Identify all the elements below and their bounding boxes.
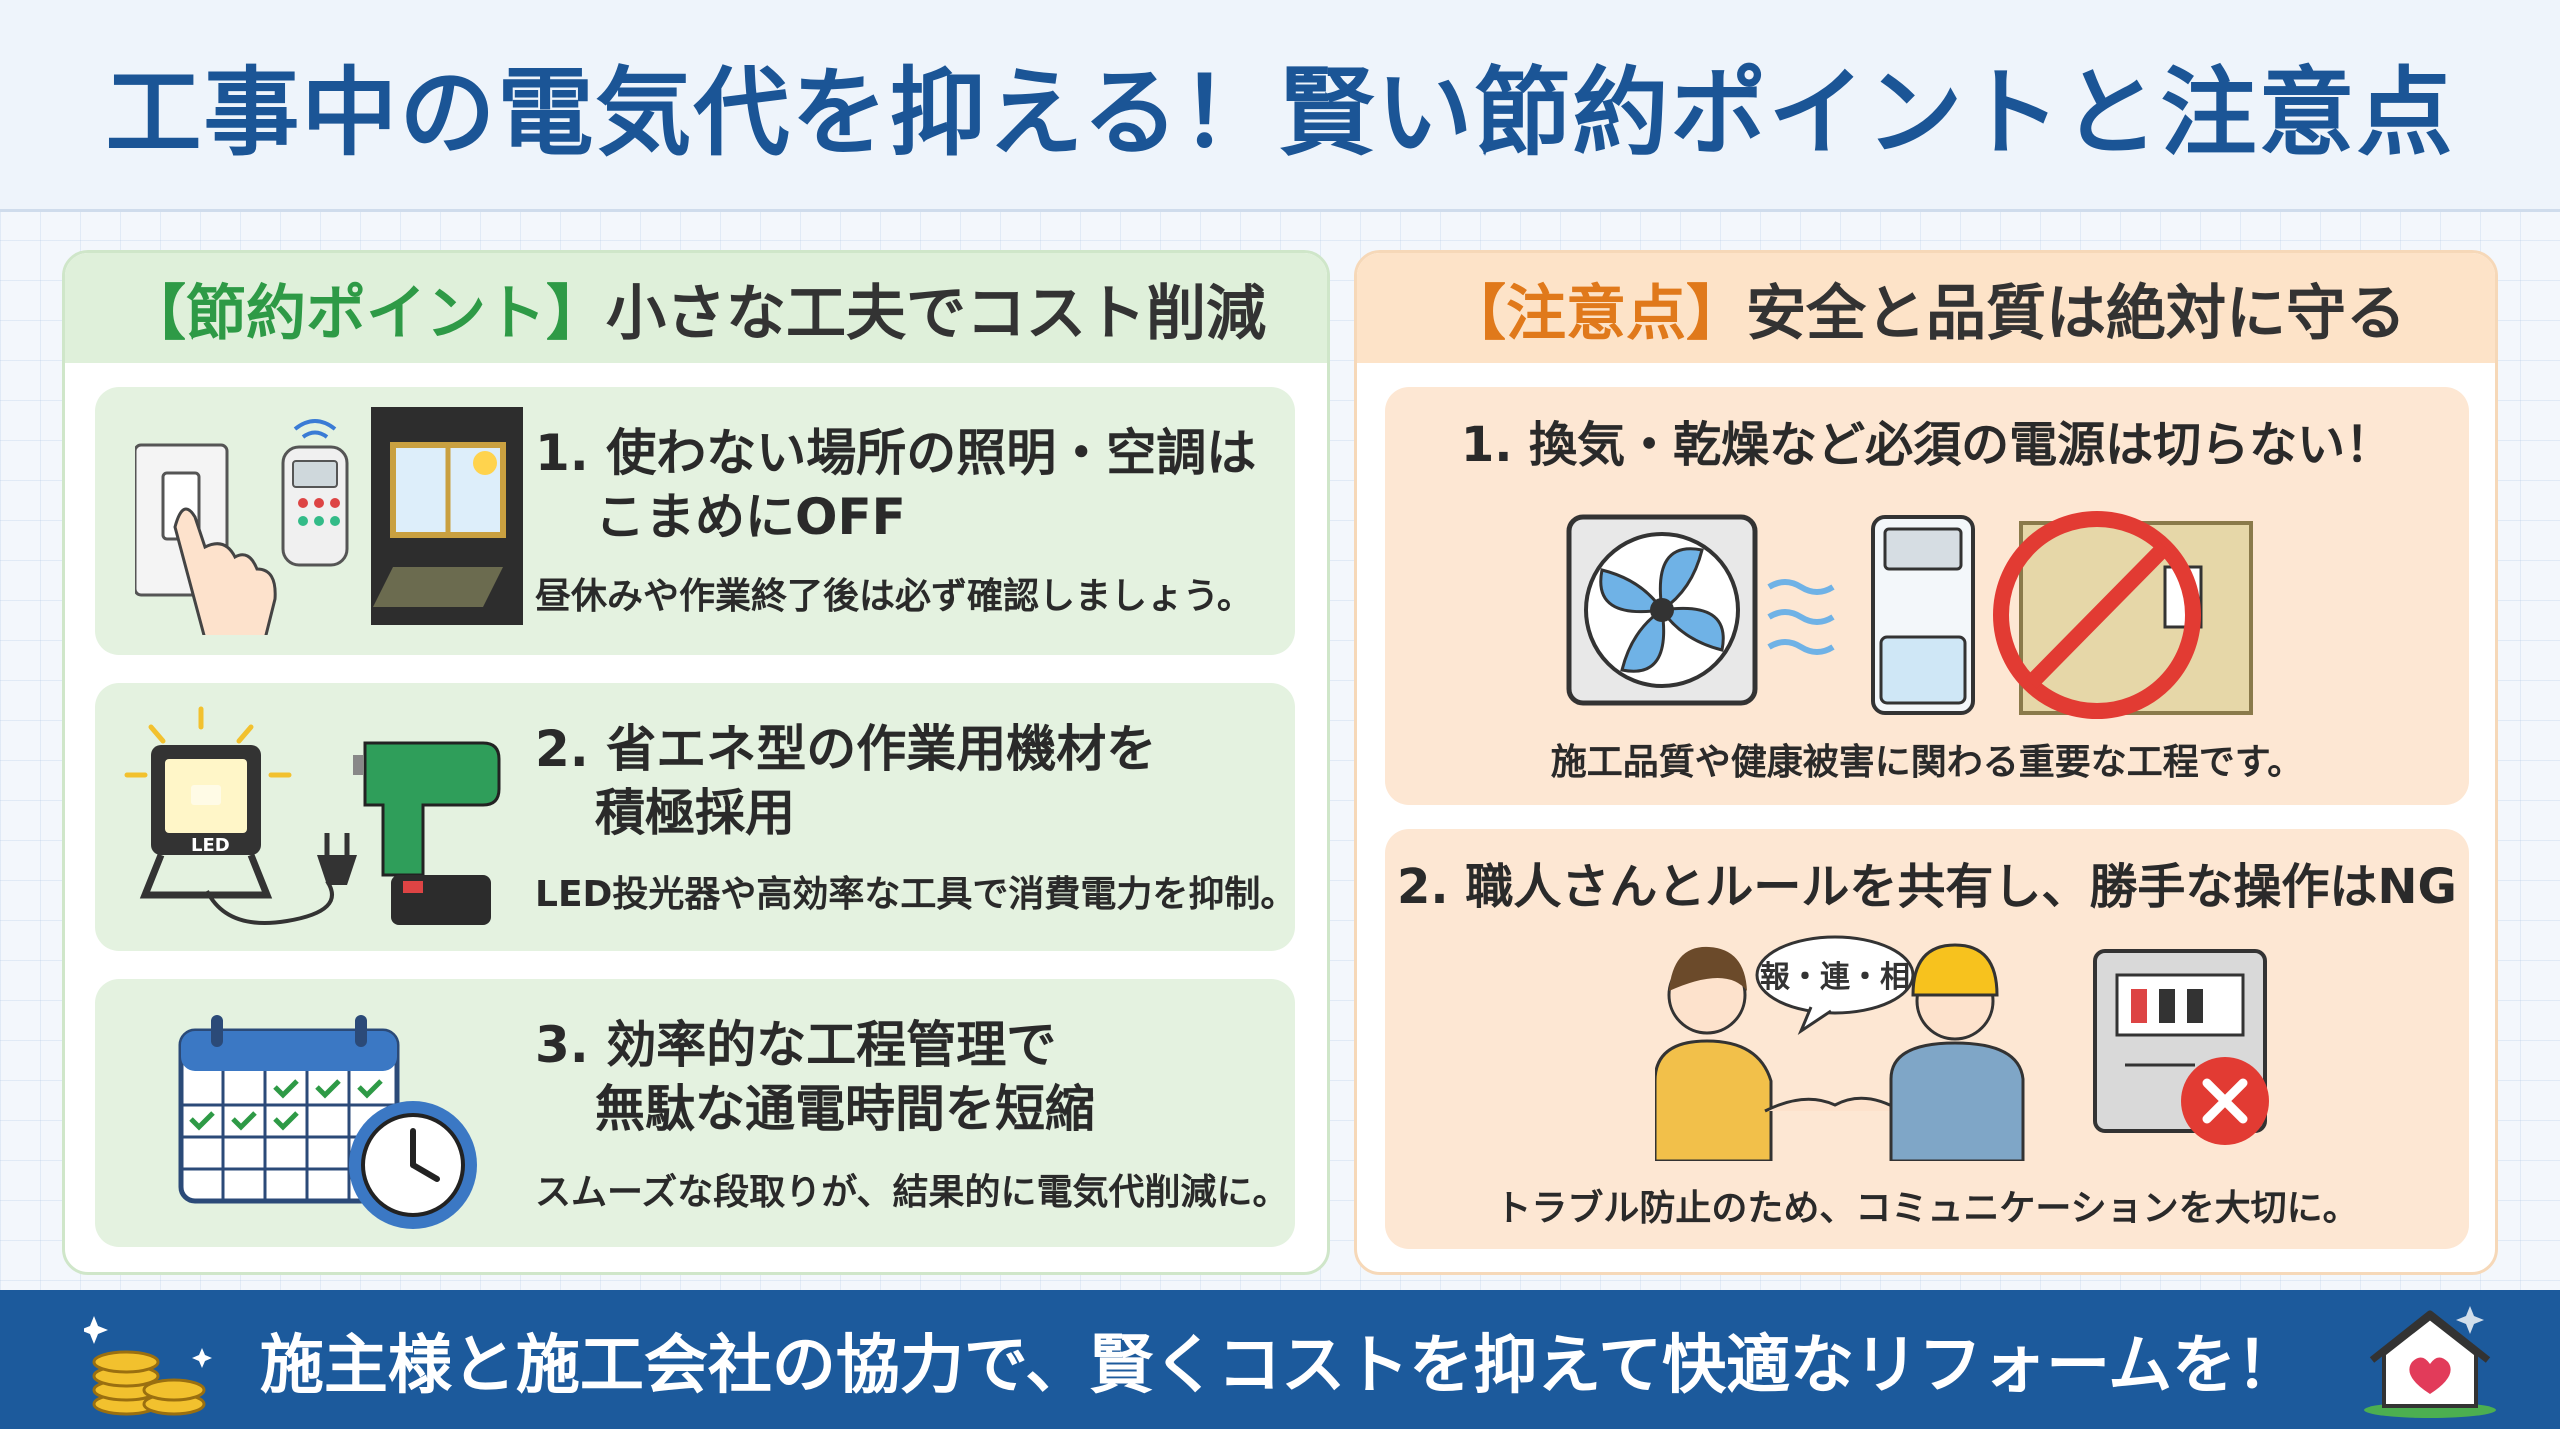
power-plug-icon bbox=[317, 855, 357, 885]
saving-points-heading: 【節約ポイント】 小さな工夫でコスト削減 bbox=[65, 253, 1327, 363]
saving-2-desc: LED投光器や高効率な工具で消費電力を抑制。 bbox=[535, 874, 1297, 915]
saving-card-2: LED 2. 省エネ型の作業用機材を 積極採用 LED投光器や高効率な工具で消費… bbox=[95, 683, 1297, 951]
prohibited-power-off-icon bbox=[1993, 511, 2253, 719]
house-heart-icon bbox=[2364, 1306, 2496, 1418]
saving-2-title-line2: 積極採用 bbox=[595, 784, 795, 842]
saving-3-desc: スムーズな段取りが、結果的に電気代削減に。 bbox=[535, 1172, 1289, 1213]
saving-1-title-line1: 1. 使わない場所の照明・空調は bbox=[535, 424, 1257, 482]
led-label: LED bbox=[191, 835, 230, 856]
calendar-clock-illustration bbox=[178, 1015, 477, 1229]
electrical-panel-icon bbox=[2093, 949, 2269, 1145]
footer-banner: 施主様と施工会社の協力で、賢くコストを抑えて快適なリフォームを！ bbox=[0, 1290, 2560, 1429]
dehumidifier-icon bbox=[1871, 515, 1975, 715]
airflow-icon bbox=[1767, 579, 1835, 655]
caution-points-subtitle: 安全と品質は絶対に守る bbox=[1746, 278, 2406, 349]
page-title: 工事中の電気代を抑える！賢い節約ポイントと注意点 bbox=[105, 57, 2455, 169]
caution-points-bracket: 【注意点】 bbox=[1446, 278, 1746, 349]
saving-3-title-line2: 無駄な通電時間を短縮 bbox=[595, 1080, 1095, 1138]
power-cable-icon bbox=[205, 879, 334, 925]
bubble-text: 報・連・相 bbox=[1760, 960, 1910, 995]
hard-hat-icon bbox=[1911, 943, 1999, 997]
footer-message: 施主様と施工会社の協力で、賢くコストを抑えて快適なリフォームを！ bbox=[259, 1328, 2301, 1403]
caution-card-2: 2. 職人さんとルールを共有し、勝手な操作はNG 報・連・相 bbox=[1385, 829, 2469, 1249]
speech-bubble-icon: 報・連・相 bbox=[1755, 935, 1915, 1035]
saving-1-desc: 昼休みや作業終了後は必ず確認しましょう。 bbox=[535, 576, 1253, 617]
saving-points-bracket: 【節約ポイント】 bbox=[126, 278, 606, 349]
caution-2-title: 2. 職人さんとルールを共有し、勝手な操作はNG bbox=[1397, 859, 2457, 915]
caution-2-desc: トラブル防止のため、コミュニケーションを大切に。 bbox=[1495, 1188, 2359, 1229]
saving-2-title-line1: 2. 省エネ型の作業用機材を bbox=[535, 720, 1157, 778]
saving-card-1: 1. 使わない場所の照明・空調は こまめにOFF 昼休みや作業終了後は必ず確認し… bbox=[95, 387, 1295, 655]
caution-card-1: 1. 換気・乾燥など必須の電源は切らない！ 施工品質や健康被害に関わる重要な bbox=[1385, 387, 2469, 805]
saving-card-3: 3. 効率的な工程管理で 無駄な通電時間を短縮 スムーズな段取りが、結果的に電気… bbox=[95, 979, 1295, 1247]
hand-icon bbox=[173, 507, 277, 635]
ventilation-dryer-illustration bbox=[1566, 511, 2253, 719]
wireless-signal-icon bbox=[293, 419, 337, 439]
check-marks-icon bbox=[189, 1079, 383, 1131]
clock-icon bbox=[349, 1101, 477, 1229]
switch-remote-window-illustration bbox=[135, 407, 523, 635]
homeowner-person-icon bbox=[1655, 946, 1773, 1161]
cordless-drill-icon bbox=[353, 741, 501, 925]
craftsman-person-icon bbox=[1889, 943, 2025, 1161]
coins-icon bbox=[84, 1316, 212, 1416]
led-floodlight-drill-illustration: LED bbox=[124, 706, 501, 925]
caution-1-desc: 施工品質や健康被害に関わる重要な工程です。 bbox=[1550, 742, 2304, 783]
caution-points-heading: 【注意点】 安全と品質は絶対に守る bbox=[1357, 253, 2495, 363]
light-rays-icon bbox=[124, 706, 292, 778]
header: 工事中の電気代を抑える！賢い節約ポイントと注意点 bbox=[0, 0, 2560, 212]
caution-1-title: 1. 換気・乾燥など必須の電源は切らない！ bbox=[1460, 417, 2394, 473]
ventilation-fan-icon bbox=[1566, 514, 1758, 706]
communication-illustration: 報・連・相 bbox=[1655, 935, 2269, 1161]
saving-points-subtitle: 小さな工夫でコスト削減 bbox=[606, 278, 1266, 349]
saving-1-title-line2: こまめにOFF bbox=[595, 488, 906, 546]
saving-points-panel: 【節約ポイント】 小さな工夫でコスト削減 1. 使わない場所の照明・空調は こま… bbox=[62, 250, 1330, 1275]
saving-3-title-line1: 3. 効率的な工程管理で bbox=[535, 1016, 1057, 1074]
handshake-icon bbox=[1764, 1096, 1902, 1113]
caution-points-panel: 【注意点】 安全と品質は絶対に守る 1. 換気・乾燥など必須の電源は切らない！ bbox=[1354, 250, 2498, 1275]
